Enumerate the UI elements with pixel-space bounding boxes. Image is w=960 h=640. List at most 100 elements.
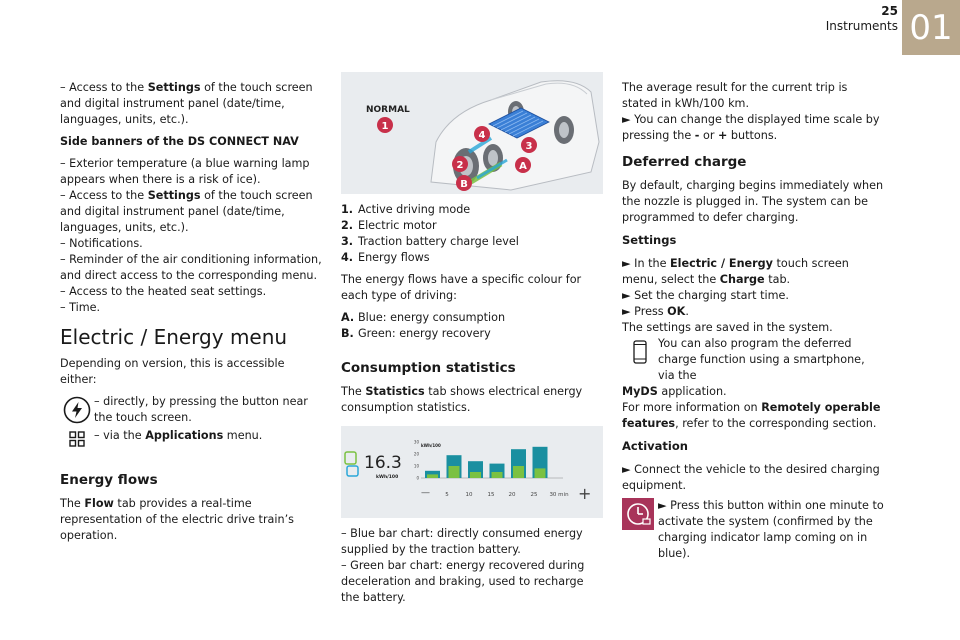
activation-button-step: ► Press this button within one minute to… bbox=[622, 498, 884, 562]
paragraph-statistics-tab: The Statistics tab shows electrical ener… bbox=[341, 385, 583, 414]
bar-blue-consumption bbox=[425, 470, 440, 478]
y-axis-label: kWh/100 bbox=[421, 443, 441, 448]
bullet-green-chart: – Green bar chart: energy recovered duri… bbox=[341, 559, 585, 604]
step-connect-vehicle: ► Connect the vehicle to the desired cha… bbox=[622, 463, 880, 492]
list-item-text: Active driving mode bbox=[358, 203, 471, 216]
option-applications-text: – via the Applications menu. bbox=[94, 429, 263, 442]
svg-text:A: A bbox=[519, 161, 527, 172]
paragraph-settings-access: – Access to the Settings of the touch sc… bbox=[60, 81, 313, 126]
y-tick-label: 30 bbox=[414, 440, 420, 445]
svg-text:1: 1 bbox=[382, 121, 389, 132]
list-item: B. Green: energy recovery bbox=[341, 326, 603, 342]
marker-A: A bbox=[515, 157, 531, 173]
consumption-value: 16.3 bbox=[364, 453, 402, 473]
list-item-number: 1. bbox=[341, 203, 354, 216]
paragraph-version: Depending on version, this is accessible… bbox=[60, 357, 285, 386]
legend-list: 1. Active driving mode 2. Electric motor 3.T… bbox=[341, 202, 603, 266]
bullet-exterior-temperature: – Exterior temperature (a blue warning l… bbox=[60, 157, 310, 186]
svg-text:B: B bbox=[460, 179, 468, 190]
x-tick-label: 25 bbox=[531, 492, 538, 498]
paragraph-more-info: For more information on Remotely operabl… bbox=[622, 401, 881, 430]
bullet-settings-access: – Access to the Settings of the touch sc… bbox=[60, 189, 313, 234]
step-set-start-time: ► Set the charging start time. bbox=[622, 289, 789, 302]
subheading-side-banners: Side banners of the DS CONNECT NAV bbox=[60, 135, 299, 148]
step-select-charge-tab: ► In the Electric / Energy touch screen … bbox=[622, 257, 849, 286]
list-item: 1. Active driving mode bbox=[341, 202, 603, 218]
list-item-number: B. bbox=[341, 327, 354, 340]
marker-4: 4 bbox=[474, 126, 490, 142]
lightning-icon bbox=[63, 396, 91, 424]
step-press-button-text: ► Press this button within one minute to… bbox=[658, 499, 884, 560]
smartphone-note-text: You can also program the deferred charge… bbox=[658, 337, 865, 382]
svg-text:4: 4 bbox=[479, 130, 486, 141]
paragraph-settings-saved: The settings are saved in the system. bbox=[622, 321, 833, 334]
bullet-blue-chart: – Blue bar chart: directly consumed ener… bbox=[341, 527, 583, 556]
list-item-number: 2. bbox=[341, 219, 354, 232]
deferred-charge-button-icon bbox=[622, 498, 654, 530]
paragraph-flow-tab: The Flow tab provides a real-time repres… bbox=[60, 497, 294, 542]
marker-1: 1 bbox=[377, 117, 393, 133]
bar-green-recovery bbox=[470, 472, 481, 478]
marker-2: 2 bbox=[452, 156, 468, 172]
heading-electric-energy-menu: Electric / Energy menu bbox=[60, 325, 288, 349]
option-applications-menu: – via the Applications menu. bbox=[60, 428, 322, 448]
column-1: – Access to the Settings of the touch sc… bbox=[60, 80, 322, 544]
list-item-number: A. bbox=[341, 311, 355, 324]
consumption-unit: kWh/100 bbox=[376, 474, 398, 480]
list-item: 3.Traction battery charge level bbox=[341, 234, 603, 250]
x-tick-label: 5 bbox=[445, 492, 449, 498]
bullet-time: – Time. bbox=[60, 301, 101, 314]
paragraph-time-scale: ► You can change the displayed time scal… bbox=[622, 113, 880, 142]
y-tick-label: 10 bbox=[414, 464, 420, 469]
x-tick-label: 10 bbox=[466, 492, 473, 498]
bar-green-recovery bbox=[513, 466, 524, 478]
column-2: NORMAL 1 2 3 4 A B bbox=[341, 72, 603, 606]
minus-button[interactable]: — bbox=[421, 488, 430, 498]
list-item-number: 4. bbox=[341, 251, 354, 264]
plus-button[interactable]: + bbox=[578, 484, 591, 503]
svg-text:2: 2 bbox=[457, 160, 464, 171]
paragraph-colour: The energy flows have a specific colour … bbox=[341, 273, 582, 302]
x-tick-label: 30 min bbox=[549, 492, 569, 498]
bullet-heated-seat: – Access to the heated seat settings. bbox=[60, 285, 267, 298]
consumption-gauge-icon bbox=[344, 451, 359, 477]
list-item-text: Electric motor bbox=[358, 219, 437, 232]
option-direct-button: – directly, by pressing the button near … bbox=[60, 394, 322, 426]
x-tick-label: 20 bbox=[509, 492, 516, 498]
bar-green-recovery bbox=[491, 472, 503, 478]
bullet-air-conditioning: – Reminder of the air conditioning infor… bbox=[60, 253, 322, 282]
list-item-number: 3. bbox=[341, 235, 354, 248]
option-direct-text: – directly, by pressing the button near … bbox=[94, 395, 308, 424]
list-item: 2. Electric motor bbox=[341, 218, 603, 234]
page-number: 25 bbox=[881, 4, 898, 18]
bullet-notifications: – Notifications. bbox=[60, 237, 143, 250]
heading-consumption-statistics: Consumption statistics bbox=[341, 360, 516, 376]
list-item: 4. Energy flows bbox=[341, 250, 603, 266]
smartphone-note: You can also program the deferred charge… bbox=[622, 336, 884, 384]
subheading-activation: Activation bbox=[622, 439, 688, 453]
marker-3: 3 bbox=[521, 137, 537, 153]
paragraph-average: The average result for the current trip … bbox=[622, 81, 848, 110]
step-press-ok: ► Press OK. bbox=[622, 305, 689, 318]
paragraph-default-charging: By default, charging begins immediately … bbox=[622, 179, 884, 224]
y-tick-label: 0 bbox=[416, 476, 419, 481]
energy-flow-illustration: NORMAL 1 2 3 4 A B bbox=[341, 72, 603, 194]
list-item: A.Blue: energy consumption bbox=[341, 310, 603, 326]
applications-grid-icon bbox=[69, 431, 85, 447]
mode-label: NORMAL bbox=[366, 105, 410, 115]
marker-B: B bbox=[456, 175, 472, 191]
list-item-text: Green: energy recovery bbox=[358, 327, 491, 340]
bar-green-recovery bbox=[448, 466, 460, 478]
smartphone-icon bbox=[633, 340, 647, 364]
list-item-text: Energy flows bbox=[358, 251, 430, 264]
heading-deferred-charge: Deferred charge bbox=[622, 154, 747, 170]
heading-energy-flows: Energy flows bbox=[60, 472, 158, 488]
car-diagram: NORMAL 1 2 3 4 A B bbox=[366, 80, 600, 191]
subheading-settings: Settings bbox=[622, 233, 677, 247]
column-3: The average result for the current trip … bbox=[622, 80, 884, 562]
chapter-number-badge: 01 bbox=[902, 0, 960, 55]
chapter-title: Instruments bbox=[825, 19, 898, 33]
